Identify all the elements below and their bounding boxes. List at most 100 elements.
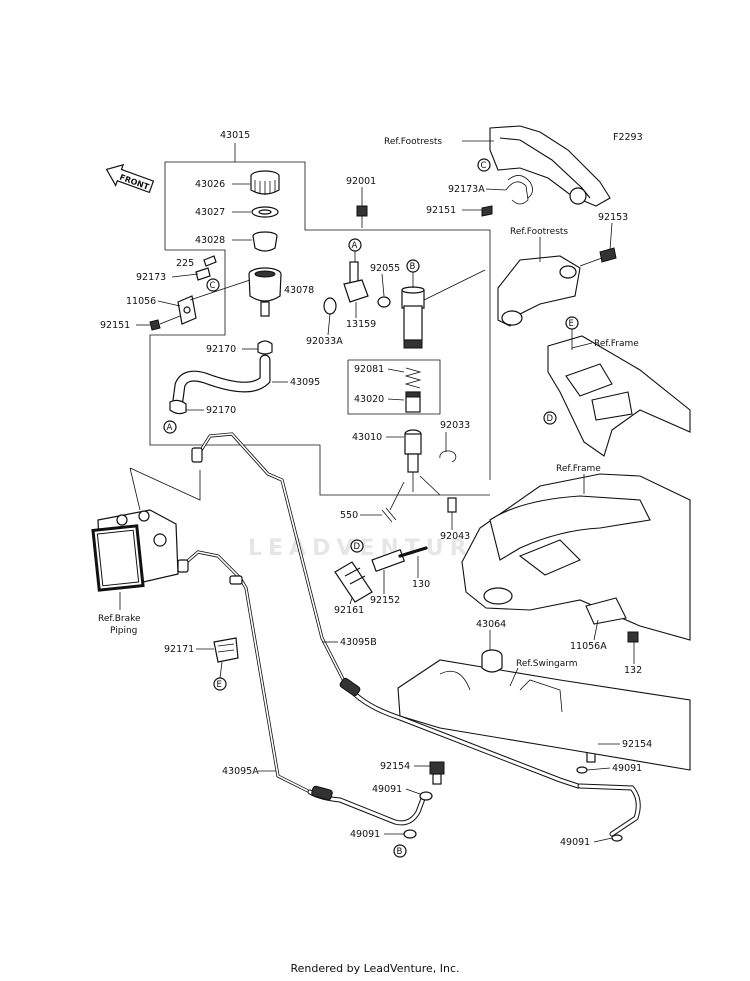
piston-kit-box xyxy=(347,359,441,415)
washer-49091-center xyxy=(403,791,433,839)
oring-92055 xyxy=(377,296,391,308)
label-550: 550 xyxy=(340,510,358,521)
label-43015: 43015 xyxy=(220,130,250,141)
callout-D-pedal: D xyxy=(354,542,361,552)
label-92081: 92081 xyxy=(354,364,384,375)
reservoir-cap xyxy=(250,170,280,195)
label-92001: 92001 xyxy=(346,176,376,187)
frame-section-upper xyxy=(547,335,691,457)
label-43095A: 43095A xyxy=(222,766,259,777)
reservoir-body xyxy=(248,267,282,317)
label-130: 130 xyxy=(412,579,430,590)
reservoir-plate xyxy=(251,206,279,218)
label-92152: 92152 xyxy=(370,595,400,606)
label-49091-right-b: 49091 xyxy=(560,837,590,848)
label-43026: 43026 xyxy=(195,179,225,190)
ref-footrests-mid: Ref.Footrests xyxy=(510,227,568,237)
label-92033A: 92033A xyxy=(306,336,343,347)
label-43095: 43095 xyxy=(290,377,320,388)
label-43010: 43010 xyxy=(352,432,382,443)
watermark: LEADVENTURE xyxy=(248,536,494,561)
oring-92033A xyxy=(323,297,337,315)
clamp-92173A xyxy=(505,181,529,205)
callout-B-top: B xyxy=(410,262,416,272)
callout-C-left: C xyxy=(210,281,216,291)
label-92043: 92043 xyxy=(440,531,470,542)
master-cylinder-body xyxy=(401,269,486,349)
pushrod-43010 xyxy=(404,429,422,492)
pin-92043 xyxy=(447,497,457,513)
label-92055: 92055 xyxy=(370,263,400,274)
master-cyl-leader-lines xyxy=(389,475,441,511)
grommet-43064 xyxy=(481,649,503,673)
callout-A-bottom: A xyxy=(167,423,173,433)
reservoir-diaphragm xyxy=(252,231,278,252)
label-11056: 11056 xyxy=(126,296,156,307)
spring-92081 xyxy=(404,367,422,389)
label-11056A: 11056A xyxy=(570,641,607,652)
label-92154-right: 92154 xyxy=(622,739,652,750)
reservoir-group-outline xyxy=(149,143,491,496)
hose-clamp-upper xyxy=(257,340,273,355)
label-92151-left: 92151 xyxy=(100,320,130,331)
label-92033: 92033 xyxy=(440,420,470,431)
ref-footrests-top: Ref.Footrests xyxy=(384,137,442,147)
hose-clamp-lower xyxy=(169,399,187,415)
label-92153: 92153 xyxy=(598,212,628,223)
clip-92171 xyxy=(213,637,239,663)
reservoir-hose xyxy=(172,354,271,406)
callout-B-bottom: B xyxy=(397,847,403,857)
banjo-bolt-92154-center xyxy=(429,761,445,785)
callout-E-frame: E xyxy=(569,319,574,329)
label-225: 225 xyxy=(176,258,194,269)
label-92173A: 92173A xyxy=(448,184,485,195)
callouts: A A B B C C D D E E xyxy=(163,158,579,858)
label-43027: 43027 xyxy=(195,207,225,218)
ref-brake-piping-line1: Ref.Brake xyxy=(98,614,141,624)
label-49091-center-b: 49091 xyxy=(350,829,380,840)
label-49091-center-a: 49091 xyxy=(372,784,402,795)
pedal-linkage xyxy=(334,546,428,603)
label-43028: 43028 xyxy=(195,235,225,246)
ref-brake-piping-line2: Piping xyxy=(110,626,137,636)
cotter-pin-550 xyxy=(381,507,397,523)
brake-hose-43095A xyxy=(307,785,427,826)
brake-pipe-lower xyxy=(177,550,312,794)
brake-pipe-upper xyxy=(191,432,347,685)
banjo-fitting-right xyxy=(577,783,641,837)
label-132: 132 xyxy=(624,665,642,676)
circlip-92033 xyxy=(439,450,457,463)
callout-E-clip: E xyxy=(217,680,222,690)
footrest-bracket-mid xyxy=(497,247,617,327)
abs-leader-lines xyxy=(129,467,201,511)
part-labels: 43015 43026 43027 43028 225 92173 11056 … xyxy=(100,130,652,848)
diagram-code: F2293 xyxy=(613,132,643,143)
label-43078: 43078 xyxy=(284,285,314,296)
reservoir-bracket xyxy=(177,255,251,325)
label-92173: 92173 xyxy=(136,272,166,283)
label-92170-lower: 92170 xyxy=(206,405,236,416)
label-49091-right-a: 49091 xyxy=(612,763,642,774)
fitting-13159 xyxy=(343,261,369,303)
ref-frame-top: Ref.Frame xyxy=(594,339,639,349)
ref-swingarm: Ref.Swingarm xyxy=(516,659,578,669)
bolt-92001 xyxy=(356,205,368,228)
label-43095B: 43095B xyxy=(340,637,377,648)
label-92154-center: 92154 xyxy=(380,761,410,772)
swingarm-section xyxy=(397,659,691,771)
frame-section-lower xyxy=(461,473,691,641)
label-13159: 13159 xyxy=(346,319,376,330)
abs-unit xyxy=(91,509,179,592)
footer-credit: Rendered by LeadVenture, Inc. xyxy=(290,962,460,975)
label-92151-right: 92151 xyxy=(426,205,456,216)
label-92161: 92161 xyxy=(334,605,364,616)
brake-hose-43095B xyxy=(339,677,581,789)
piston-43020 xyxy=(405,391,421,413)
ref-frame-mid: Ref.Frame xyxy=(556,464,601,474)
callout-A-top: A xyxy=(352,241,358,251)
front-arrow: FRONT xyxy=(105,163,155,194)
bolt-92151-left xyxy=(149,315,181,331)
label-43064: 43064 xyxy=(476,619,506,630)
label-92171: 92171 xyxy=(164,644,194,655)
